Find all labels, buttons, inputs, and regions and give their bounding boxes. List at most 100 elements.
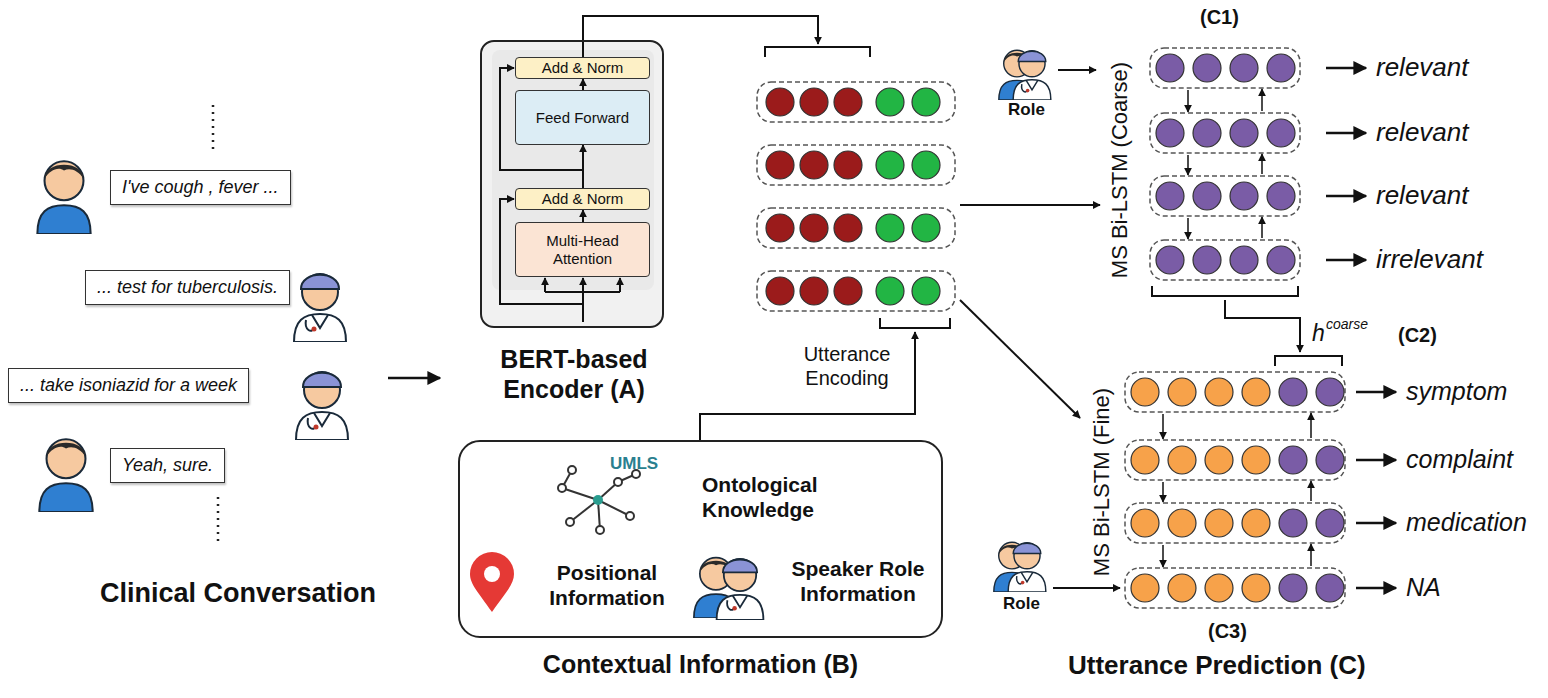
label-text: Role (1003, 594, 1040, 614)
unit-circle (1156, 119, 1184, 147)
unit-circle (1131, 509, 1159, 537)
label-text: relevant (1376, 180, 1469, 211)
output-arrow (1326, 67, 1366, 70)
speech-bubble: I've cough , fever ... (110, 170, 291, 205)
node-text: Utterance Encoding (787, 342, 907, 390)
block-group: MS Bi-LSTM (Coarse) (1100, 40, 1305, 300)
unit-circle (834, 88, 862, 116)
lstm-arrow (1261, 89, 1263, 111)
label-text: irrelevant (1376, 244, 1483, 275)
node-text: Speaker Role Information (778, 556, 938, 606)
unit-circle (1316, 574, 1344, 602)
connector-arrow (1225, 300, 1300, 352)
node-text: Add & Norm (542, 190, 624, 207)
unit-circle (876, 214, 904, 242)
unit-circle (876, 88, 904, 116)
lstm-arrow (1310, 481, 1312, 501)
unit-circle (1279, 378, 1307, 406)
row-outline (1150, 113, 1300, 153)
row-outline (757, 82, 955, 122)
connector-arrow (960, 300, 1080, 418)
node-text: Contextual Information (B) (460, 650, 941, 679)
lstm-arrow (1261, 154, 1263, 174)
unit-circle (912, 277, 940, 305)
node-text: Yeah, sure. (122, 455, 213, 475)
node-text: Positional Information (537, 560, 677, 610)
unit-circle (1156, 246, 1184, 274)
row-outline (757, 271, 955, 311)
node-text: MS Bi-LSTM (Fine) (1089, 388, 1115, 576)
unit-circle (766, 151, 794, 179)
unit-circle (1205, 574, 1233, 602)
lstm-arrow (1187, 218, 1189, 239)
row-outline (1150, 176, 1300, 216)
node-text: ... take isoniazid for a week (20, 375, 237, 395)
output-arrow (1326, 259, 1366, 262)
row-outline (757, 145, 955, 185)
node-text: Multi-Head Attention (520, 232, 645, 267)
label-text: (C2) (1398, 324, 1437, 347)
unit-circle (1267, 182, 1295, 210)
row-outline (1125, 372, 1345, 412)
unit-circle (766, 214, 794, 242)
node-text: BERT-based Encoder (A) (472, 344, 676, 404)
unit-circle (1156, 182, 1184, 210)
node-text: UMLS (610, 454, 658, 474)
unit-circle (800, 151, 828, 179)
label-text: medication (1406, 508, 1527, 537)
unit-circle (1279, 509, 1307, 537)
unit-circle (1168, 378, 1196, 406)
unit-circle (1230, 119, 1258, 147)
connector-arrow (960, 204, 1100, 206)
unit-circle (1242, 378, 1270, 406)
unit-circle (800, 88, 828, 116)
unit-circle (1131, 378, 1159, 406)
label-text: (C1) (1200, 6, 1239, 29)
unit-circle (1230, 246, 1258, 274)
layer-box: Feed Forward (515, 90, 650, 145)
unit-circle (1279, 574, 1307, 602)
output-arrow (1356, 391, 1396, 394)
label-text: relevant (1376, 52, 1469, 83)
unit-circle (1168, 574, 1196, 602)
layer-box: Multi-Head Attention (515, 222, 650, 277)
label-text: Clinical Conversation (100, 578, 376, 609)
row-outline (757, 208, 955, 248)
unit-circle (834, 277, 862, 305)
connector-arrow (582, 210, 584, 222)
unit-circle (1242, 509, 1270, 537)
lstm-arrow (1261, 217, 1263, 238)
label-text: h (1312, 320, 1325, 347)
label-text: complaint (1406, 445, 1513, 474)
unit-circle (1205, 509, 1233, 537)
lstm-arrow (1187, 90, 1189, 112)
label-text: Role (1008, 100, 1045, 120)
lstm-arrow (1187, 155, 1189, 175)
unit-circle (834, 151, 862, 179)
encoder-box: BERT-based Encoder (A)Add & NormFeed For… (480, 40, 664, 328)
connector-arrow (582, 145, 584, 188)
lstm-arrow (1162, 414, 1164, 439)
lstm-arrow (1162, 482, 1164, 502)
block-group: MS Bi-LSTM (Fine) (1080, 352, 1350, 612)
unit-circle (1267, 246, 1295, 274)
label-text: (C3) (1208, 620, 1247, 643)
unit-circle (1168, 509, 1196, 537)
unit-circle (876, 277, 904, 305)
label-text: Utterance Prediction (C) (1068, 650, 1366, 681)
label-text: NA (1406, 573, 1441, 602)
unit-circle (1205, 446, 1233, 474)
row-outline (1150, 48, 1300, 88)
speech-bubble: ... test for tuberculosis. (85, 270, 290, 305)
speech-bubble: Yeah, sure. (110, 448, 225, 483)
node-text: Feed Forward (536, 109, 629, 126)
layer-box: Add & Norm (515, 188, 650, 210)
row-outline (1125, 568, 1345, 608)
speech-bubble: ... take isoniazid for a week (8, 368, 249, 403)
context-box: UMLS Ontological KnowledgePositional Info… (458, 440, 943, 638)
unit-circle (1242, 446, 1270, 474)
unit-circle (1316, 509, 1344, 537)
output-arrow (1326, 132, 1366, 135)
unit-circle (1156, 54, 1184, 82)
node-text: Ontological Knowledge (702, 472, 852, 522)
